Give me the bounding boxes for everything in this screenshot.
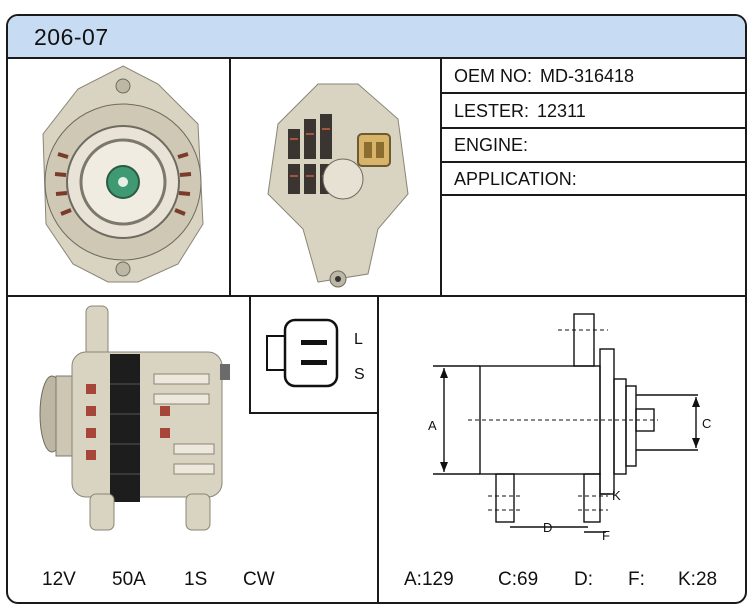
- spec-label: LESTER:: [454, 101, 530, 121]
- dim-letter-c: C: [702, 416, 711, 431]
- spec-label: ENGINE:: [454, 135, 529, 155]
- connector-diagram: [266, 318, 339, 388]
- dim-k: K:28: [678, 569, 718, 590]
- divider: [440, 127, 745, 129]
- spec-lester: LESTER: 12311: [454, 101, 586, 122]
- divider: [8, 295, 745, 297]
- dim-c: C:69: [498, 569, 539, 590]
- spec-value: 12311: [537, 101, 586, 121]
- alternator-rear-photo: [267, 83, 409, 288]
- spec-oem: OEM NO: MD-316418: [454, 66, 634, 87]
- title-bar: 206-07: [8, 16, 745, 59]
- divider: [440, 92, 745, 94]
- dim-d: D:: [574, 569, 593, 590]
- datasheet-card: 206-07 OEM NO: MD-316418 LESTER: 12311 ENG…: [6, 14, 747, 604]
- spec-application: APPLICATION:: [454, 169, 585, 190]
- pin-label-l: L: [354, 331, 363, 348]
- divider: [249, 295, 251, 414]
- divider: [229, 57, 231, 295]
- part-number-title: 206-07: [34, 24, 109, 50]
- alternator-front-photo: [42, 65, 204, 283]
- divider: [440, 57, 442, 295]
- divider: [440, 194, 745, 196]
- dim-letter-a: A: [428, 418, 437, 433]
- divider: [377, 295, 379, 602]
- rating-voltage: 12V: [42, 569, 76, 590]
- dim-letter-d: D: [543, 520, 552, 535]
- dim-f: F:: [628, 569, 645, 590]
- spec-label: APPLICATION:: [454, 169, 577, 189]
- dim-letter-f: F: [602, 528, 610, 543]
- dim-letter-k: K: [612, 488, 621, 503]
- spec-label: OEM NO:: [454, 66, 533, 86]
- rating-rotation: CW: [243, 569, 275, 590]
- alternator-side-photo: [39, 305, 230, 531]
- dim-a: A:129: [404, 569, 454, 590]
- pin-label-s: S: [354, 366, 365, 383]
- spec-value: MD-316418: [540, 66, 635, 86]
- rating-amperage: 50A: [112, 569, 146, 590]
- dimension-drawing: A C D F K: [428, 313, 711, 543]
- divider: [440, 161, 745, 163]
- spec-engine: ENGINE:: [454, 135, 536, 156]
- divider: [249, 412, 379, 414]
- rating-plug: 1S: [184, 569, 208, 590]
